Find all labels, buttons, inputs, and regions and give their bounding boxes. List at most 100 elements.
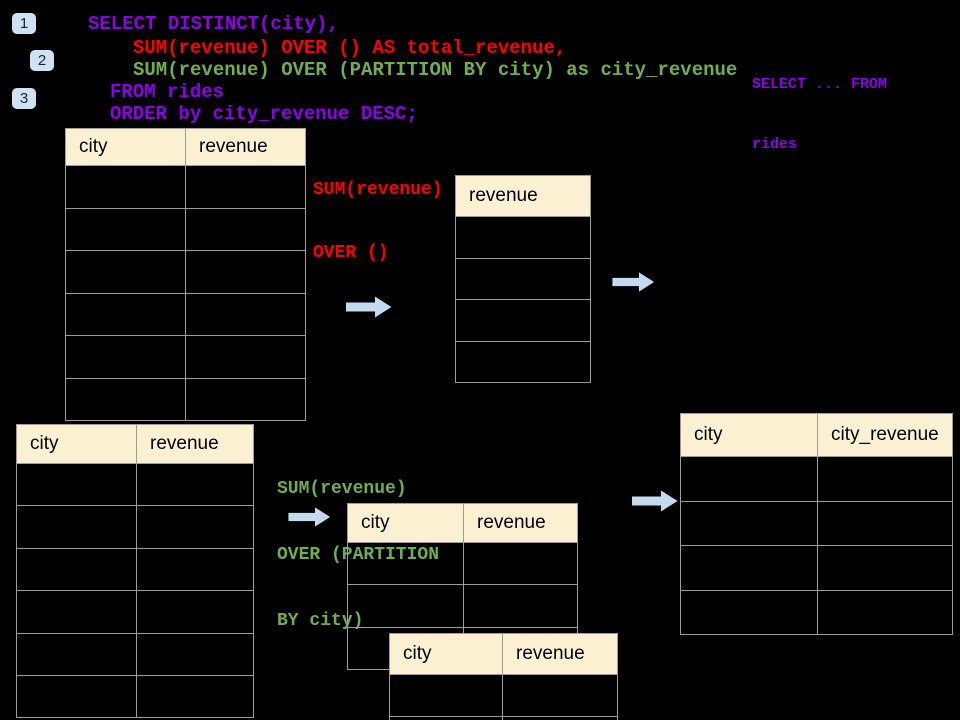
table-cell [185, 335, 306, 379]
table-cell [463, 541, 578, 586]
table-cell [136, 505, 254, 549]
table-row [680, 589, 953, 635]
table-cell [136, 590, 254, 634]
table-cell [16, 632, 137, 676]
table-cell [389, 716, 503, 720]
table-row [455, 257, 591, 300]
annotation-total-line-1: SUM(revenue) [313, 180, 443, 200]
table-row [65, 250, 306, 294]
table-cell [136, 462, 254, 507]
total-revenue-table: revenue [455, 175, 591, 383]
table-cell [136, 547, 254, 592]
table-row [65, 207, 306, 251]
column-header-revenue: revenue [455, 175, 591, 217]
step-badge-1-label: 1 [19, 15, 29, 32]
side-note-line-1: SELECT ... FROM [752, 76, 888, 93]
table-cell [455, 299, 591, 342]
table-cell [65, 377, 186, 421]
column-header-city: city [347, 503, 464, 543]
table-cell [680, 456, 818, 502]
partition-overlay-table: city revenue [389, 633, 618, 720]
annotation-total-line-2: OVER () [313, 243, 389, 263]
side-note-line-2: rides [752, 136, 798, 153]
table-cell [502, 716, 618, 720]
column-header-city: city [389, 633, 503, 675]
table-row [65, 292, 306, 336]
table-cell [455, 340, 591, 383]
column-header-city: city [16, 424, 137, 464]
table-cell [65, 207, 186, 251]
sql-line-total: SUM(revenue) OVER () AS total_revenue, [133, 37, 567, 59]
table-row [65, 165, 306, 209]
annotation-total-window: SUM(revenue) OVER () [313, 138, 443, 306]
table-row [16, 505, 254, 549]
column-header-revenue: revenue [185, 128, 306, 166]
table-row [347, 541, 578, 586]
column-header-city: city [65, 128, 186, 166]
source-table-top: city revenue [65, 128, 306, 421]
table-row [389, 716, 618, 720]
table-row [680, 545, 953, 591]
column-header-city: city [680, 413, 818, 457]
table-cell [817, 589, 953, 635]
step-badge-3: 3 [12, 88, 36, 109]
sql-line-select: SELECT DISTINCT(city), [88, 13, 339, 35]
table-cell [16, 547, 137, 592]
table-row [16, 674, 254, 719]
sql-line-order: ORDER by city_revenue DESC; [110, 103, 418, 125]
step-badge-2: 2 [30, 50, 54, 71]
table-cell [817, 500, 953, 546]
sql-line-from: FROM rides [110, 81, 225, 103]
arrow-right-icon [287, 506, 332, 528]
table-row [680, 456, 953, 502]
table-row [389, 674, 618, 717]
step-badge-3-label: 3 [19, 90, 29, 107]
table-cell [185, 250, 306, 294]
column-header-revenue: revenue [463, 503, 578, 543]
table-cell [65, 165, 186, 209]
table-cell [185, 377, 306, 421]
table-row [65, 335, 306, 379]
arrow-right-icon [346, 295, 392, 319]
annotation-partition-line-1: SUM(revenue) [277, 479, 407, 499]
table-cell [817, 545, 953, 591]
table-cell [389, 674, 503, 717]
table-cell [680, 545, 818, 591]
column-header-city-revenue: city_revenue [817, 413, 953, 457]
table-row [16, 547, 254, 592]
table-cell [455, 257, 591, 300]
table-cell [185, 165, 306, 209]
table-row [16, 632, 254, 676]
arrow-right-icon [632, 488, 678, 514]
table-row [16, 590, 254, 634]
table-cell [65, 292, 186, 336]
table-cell [347, 584, 464, 628]
table-cell [502, 674, 618, 717]
table-row [455, 340, 591, 383]
arrow-right-icon [611, 271, 656, 293]
sql-line-partition: SUM(revenue) OVER (PARTITION BY city) as… [133, 59, 738, 81]
table-cell [347, 541, 464, 586]
table-cell [16, 462, 137, 507]
table-cell [817, 456, 953, 502]
source-table-bottom: city revenue [16, 424, 254, 719]
table-row [455, 216, 591, 259]
table-cell [136, 632, 254, 676]
table-cell [185, 207, 306, 251]
table-cell [455, 216, 591, 259]
table-row [65, 377, 306, 421]
step-badge-2-label: 2 [37, 52, 47, 69]
table-cell [185, 292, 306, 336]
column-header-revenue: revenue [502, 633, 618, 675]
side-note: SELECT ... FROM rides [752, 35, 887, 195]
partition-result-table: city city_revenue [680, 413, 953, 635]
column-header-revenue: revenue [136, 424, 254, 464]
table-cell [65, 250, 186, 294]
table-cell [16, 505, 137, 549]
table-row [347, 584, 578, 628]
table-cell [463, 584, 578, 628]
table-cell [680, 500, 818, 546]
table-cell [16, 674, 137, 719]
table-row [680, 500, 953, 546]
